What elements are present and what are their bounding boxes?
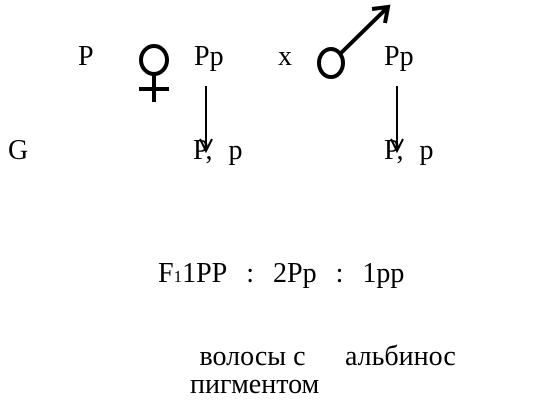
- offspring-generation-label: F: [158, 258, 174, 289]
- gamete-generation-label: G: [8, 135, 29, 166]
- parent-generation-label: P: [78, 41, 94, 72]
- ratio-separator: :: [246, 258, 255, 289]
- phenotype-albino: альбинос: [345, 341, 456, 372]
- offspring-generation-subscript: 1: [173, 267, 183, 286]
- female-symbol-icon: [139, 44, 169, 102]
- ratio-homozygous-dominant: 1PP: [182, 258, 228, 289]
- female-genotype: Pp: [194, 41, 224, 72]
- female-gametes: P, p: [193, 135, 243, 166]
- male-gametes: P, p: [384, 135, 434, 166]
- male-symbol-icon: [317, 4, 391, 79]
- offspring-ratio-line: F11PP:2Pp:1pp: [158, 260, 404, 288]
- cross-sign: x: [278, 41, 292, 72]
- ratio-homozygous-recessive: 1pp: [362, 258, 405, 289]
- ratio-heterozygous: 2Pp: [273, 258, 317, 289]
- ratio-separator: :: [335, 258, 344, 289]
- phenotype-pigmented: волосы с пигментом: [190, 341, 320, 400]
- male-genotype: Pp: [384, 41, 414, 72]
